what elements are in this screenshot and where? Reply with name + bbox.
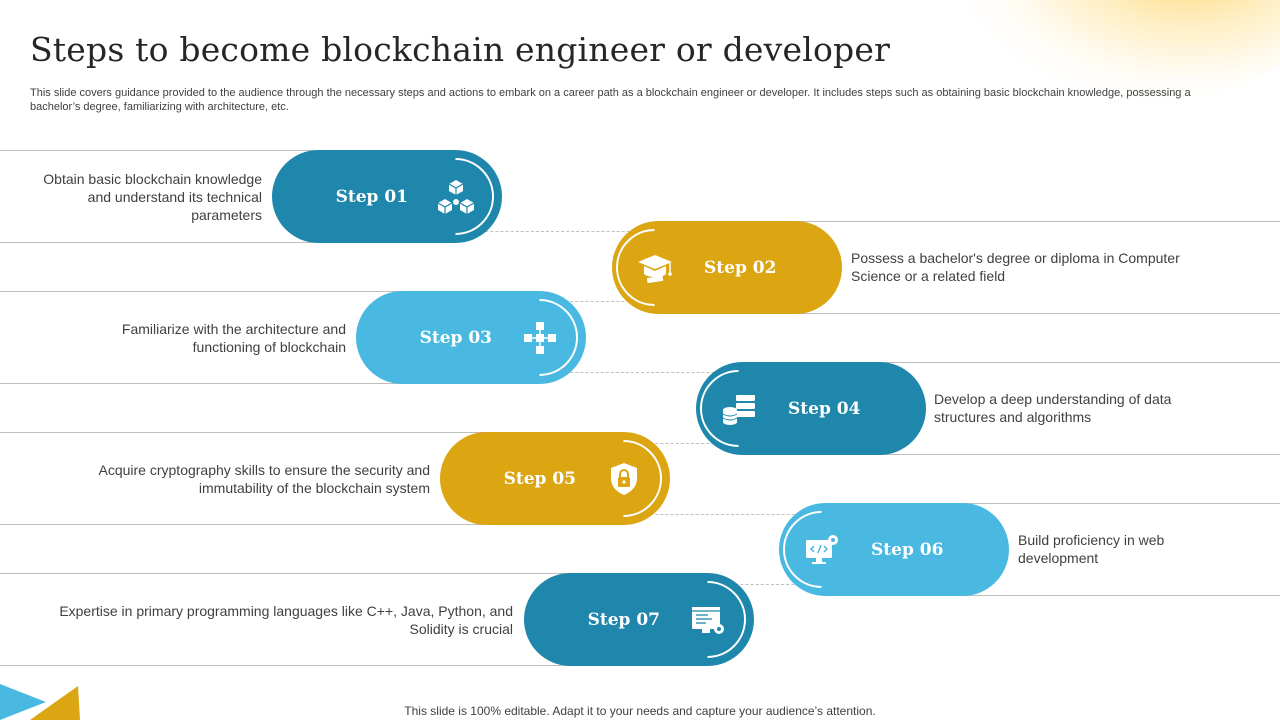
step-06-pill: Step 06 bbox=[779, 503, 1009, 596]
graduation-cap-icon bbox=[616, 229, 693, 306]
footer-note: This slide is 100% editable. Adapt it to… bbox=[404, 704, 876, 718]
step-03-label: Step 03 bbox=[419, 327, 492, 348]
step-01-label: Step 01 bbox=[335, 186, 408, 207]
step-05-description: Acquire cryptography skills to ensure th… bbox=[98, 462, 431, 496]
step-01-pill: Step 01 bbox=[272, 150, 502, 243]
decorative-glow bbox=[960, 0, 1280, 100]
step-05-label: Step 05 bbox=[503, 468, 576, 489]
step-07-label: Step 07 bbox=[587, 609, 660, 630]
connector-line bbox=[560, 301, 655, 302]
step-04-description: Develop a deep understanding of data str… bbox=[934, 391, 1172, 425]
step-06-description: Build proficiency in web development bbox=[1018, 532, 1165, 566]
connector-line bbox=[540, 372, 740, 373]
connector-line bbox=[640, 443, 740, 444]
blockchain-cubes-icon bbox=[417, 158, 494, 235]
decorative-corner-triangles bbox=[0, 684, 80, 720]
step-05-pill: Step 05 bbox=[440, 432, 670, 525]
connector-line bbox=[720, 584, 825, 585]
step-04-label: Step 04 bbox=[788, 398, 861, 419]
step-02-description: Possess a bachelor's degree or diploma i… bbox=[851, 250, 1180, 284]
step-04-pill: Step 04 bbox=[696, 362, 926, 455]
connector-line bbox=[455, 231, 655, 232]
web-development-icon bbox=[783, 511, 860, 588]
page-subtitle: This slide covers guidance provided to t… bbox=[30, 87, 1191, 113]
code-window-icon bbox=[669, 581, 746, 658]
step-03-description: Familiarize with the architecture and fu… bbox=[121, 321, 346, 355]
database-icon bbox=[700, 370, 777, 447]
step-07-pill: Step 07 bbox=[524, 573, 754, 666]
connector-line bbox=[625, 514, 825, 515]
shield-lock-icon bbox=[585, 440, 662, 517]
step-07-description: Expertise in primary programming languag… bbox=[59, 603, 513, 637]
step-06-label: Step 06 bbox=[871, 539, 944, 560]
step-03-pill: Step 03 bbox=[356, 291, 586, 384]
step-01-description: Obtain basic blockchain knowledge and un… bbox=[43, 171, 262, 223]
network-nodes-icon bbox=[501, 299, 578, 376]
step-02-pill: Step 02 bbox=[612, 221, 842, 314]
step-02-label: Step 02 bbox=[704, 257, 777, 278]
page-title: Steps to become blockchain engineer or d… bbox=[30, 30, 891, 69]
